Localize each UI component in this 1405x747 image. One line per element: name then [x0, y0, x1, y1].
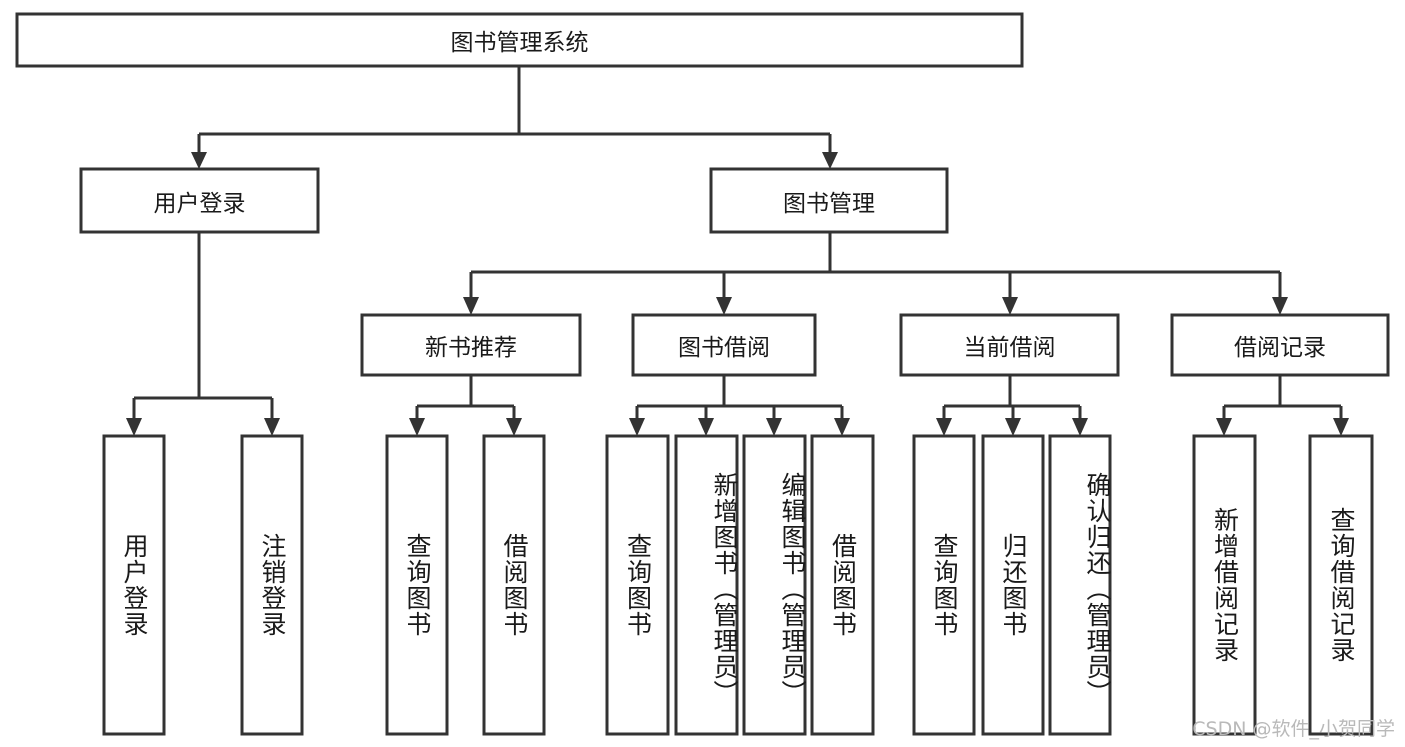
leaf-new-book-1[interactable] [482, 434, 546, 736]
leaf-current-borrow-2-label: 确认归还（管理员） [1083, 472, 1112, 706]
leaf-borrow-record-0-label: 新增借阅记录 [1210, 507, 1240, 663]
node-user-login[interactable] [79, 167, 320, 234]
leaf-book-borrow-2-label: 编辑图书（管理员） [778, 472, 807, 706]
leaf-borrow-record-0[interactable] [1192, 434, 1257, 736]
node-current-borrow-label: 当前借阅 [963, 335, 1056, 361]
leaf-current-borrow-1[interactable] [981, 434, 1045, 736]
node-new-book-recommend[interactable] [360, 313, 582, 377]
node-current-borrow[interactable] [899, 313, 1120, 377]
leaf-book-borrow-3-label: 借阅图书 [828, 533, 858, 637]
node-book-management-label: 图书管理 [783, 190, 875, 217]
leaf-book-borrow-0[interactable] [605, 434, 670, 736]
leaf-book-borrow-1-label: 新增图书（管理员） [710, 472, 739, 706]
leaf-user-login-0-label: 用户登录 [120, 533, 149, 637]
leaf-new-book-0[interactable] [385, 434, 449, 736]
node-new-book-recommend-label: 新书推荐 [425, 335, 517, 361]
leaf-current-borrow-0-label: 查询图书 [930, 533, 959, 637]
leaf-book-borrow-3[interactable] [810, 434, 875, 736]
leaf-current-borrow-2[interactable] [1048, 434, 1112, 736]
node-book-borrow[interactable] [631, 313, 817, 377]
node-borrow-record-label: 借阅记录 [1234, 335, 1326, 361]
connector-current-to-leaves [936, 375, 1088, 436]
connector-borrow-to-leaves [629, 375, 850, 436]
leaf-user-login-1[interactable] [240, 434, 304, 736]
connector-record-to-leaves [1216, 375, 1349, 436]
connector-root-to-level2 [191, 66, 838, 169]
leaf-book-borrow-0-label: 查询图书 [623, 533, 653, 637]
leaf-current-borrow-0[interactable] [912, 434, 976, 736]
connector-newbook-to-leaves [409, 375, 522, 436]
leaf-borrow-record-1-label: 查询借阅记录 [1327, 507, 1356, 663]
node-book-borrow-label: 图书借阅 [678, 335, 770, 361]
leaf-user-login-1-label: 注销登录 [258, 533, 287, 637]
leaf-book-borrow-1[interactable] [674, 434, 739, 736]
leaf-book-borrow-2[interactable] [742, 434, 807, 736]
leaf-borrow-record-1[interactable] [1308, 434, 1374, 736]
connector-userlogin-to-leaves [126, 232, 280, 436]
node-user-login-label: 用户登录 [153, 190, 246, 217]
leaf-new-book-0-label: 查询图书 [403, 533, 432, 637]
node-root-label: 图书管理系统 [450, 30, 589, 56]
node-borrow-record[interactable] [1170, 313, 1390, 377]
leaf-new-book-1-label: 借阅图书 [500, 533, 529, 637]
node-book-management[interactable] [709, 167, 949, 234]
connector-bookmgmt-to-level3 [463, 232, 1288, 315]
leaf-current-borrow-1-label: 归还图书 [999, 533, 1028, 637]
node-root[interactable] [15, 12, 1024, 68]
leaf-user-login-0[interactable] [102, 434, 166, 736]
